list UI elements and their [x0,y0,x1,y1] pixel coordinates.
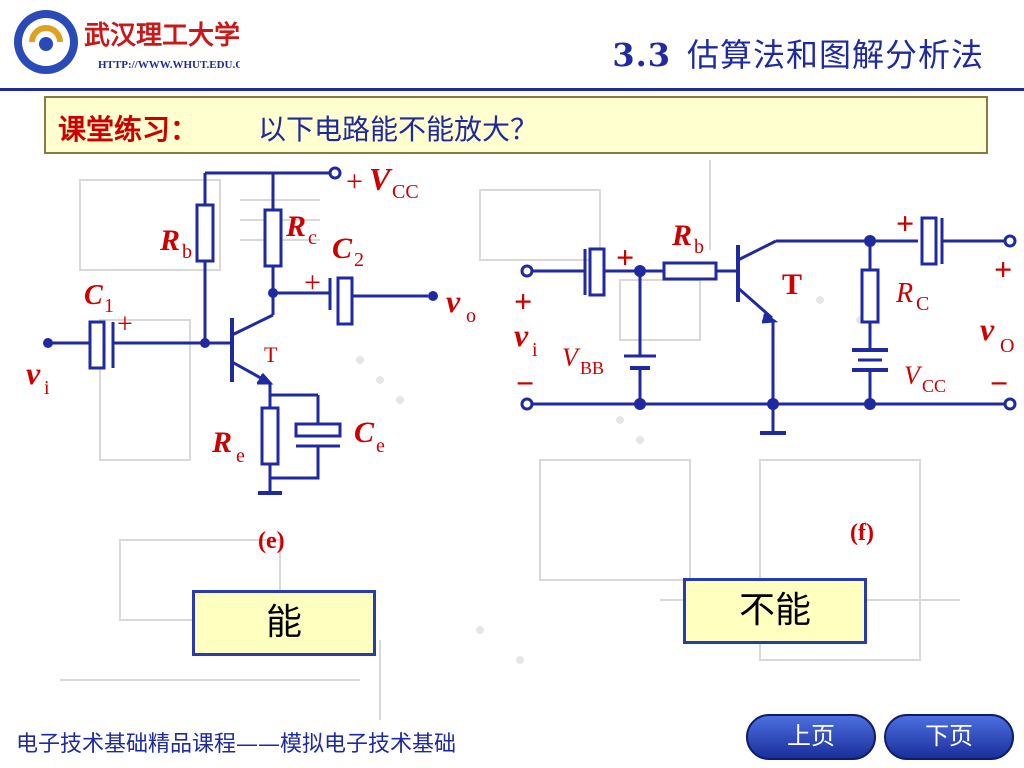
f-cout-plus: + [896,205,914,241]
e-vcc-plus: + [346,165,363,198]
answer-e-box: 能 [192,590,376,656]
e-c1-sub: 1 [104,295,114,317]
answer-f-box: 不能 [683,578,867,644]
f-vo-label: v [980,311,995,347]
f-rc-label: R [895,278,913,309]
f-vi-sub: i [532,339,538,361]
f-out-plus: + [994,251,1012,287]
e-rb-sub: b [182,241,192,263]
university-logo: 武汉理工大学 HTTP://WWW.WHUT.EDU.CN [14,10,240,74]
e-c2-label: C [332,232,353,265]
f-rb-label: R [671,219,692,252]
e-ce-sub: e [376,435,385,457]
f-vbb-label: V [562,343,581,372]
question-text: 以下电路能不能放大？ [258,113,539,146]
e-c1-plus: + [117,309,133,340]
e-vi-label: v [26,355,41,391]
e-re-sub: e [236,445,245,467]
circuit-f [527,216,1005,435]
e-c2-plus: + [304,266,321,299]
e-re-label: R [211,426,232,459]
e-c2-sub: 2 [354,249,364,271]
e-c1-label: C [84,280,103,311]
e-caption: (e) [258,528,285,554]
e-rb-label: R [159,224,180,257]
f-rb-sub: b [694,236,704,258]
university-name: 武汉理工大学 [84,20,240,50]
circuit-e [48,166,428,495]
slide-title: 3.3 估算法和图解分析法 [612,30,984,76]
e-transistor-label: T [264,342,278,367]
f-transistor-label: T [782,268,802,301]
f-vi-label: v [514,317,529,353]
f-vcc-sub: CC [922,376,946,396]
e-vi-sub: i [44,377,50,399]
e-vo-label: v [446,283,461,319]
section-number: 3.3 [612,36,671,74]
f-rc-sub: C [916,293,929,315]
e-vcc-sub: CC [392,181,419,203]
question-box: 课堂练习： 以下电路能不能放大？ [44,96,988,154]
circuit-f-nodes [520,234,1017,411]
prev-page-button[interactable]: 上页 [746,714,876,760]
e-rc-sub: c [308,227,317,249]
circuit-board-background [60,160,960,720]
course-name: 电子技术基础精品课程——模拟电子技术基础 [16,732,457,757]
f-vo-sub: O [1000,335,1014,357]
f-vbb-sub: BB [580,358,604,378]
header-divider [0,88,1024,91]
f-out-minus: − [990,365,1008,401]
e-vcc-label: V [369,161,393,197]
slide-header: 武汉理工大学 HTTP://WWW.WHUT.EDU.CN 3.3 估算法和图解分… [0,0,1024,92]
f-in-plus: + [514,283,532,319]
university-url: HTTP://WWW.WHUT.EDU.CN [98,59,240,71]
next-page-button[interactable]: 下页 [884,714,1014,760]
e-ce-label: C [354,416,375,449]
question-label: 课堂练习： [58,113,199,146]
circuit-e-nodes [43,288,438,348]
circuit-e-labels: + V CC R b R c C 2 + C 1 + v o v i T R e… [26,161,476,554]
e-rc-label: R [285,210,306,243]
section-title: 估算法和图解分析法 [686,36,984,74]
e-vo-sub: o [466,305,476,327]
f-in-minus: − [516,365,534,401]
f-cin-plus: + [616,239,634,275]
circuit-f-labels: R b + T + + R C v O + v i − V BB V CC − … [514,205,1014,546]
f-vcc-label: V [904,361,923,390]
f-caption: (f) [850,520,874,546]
